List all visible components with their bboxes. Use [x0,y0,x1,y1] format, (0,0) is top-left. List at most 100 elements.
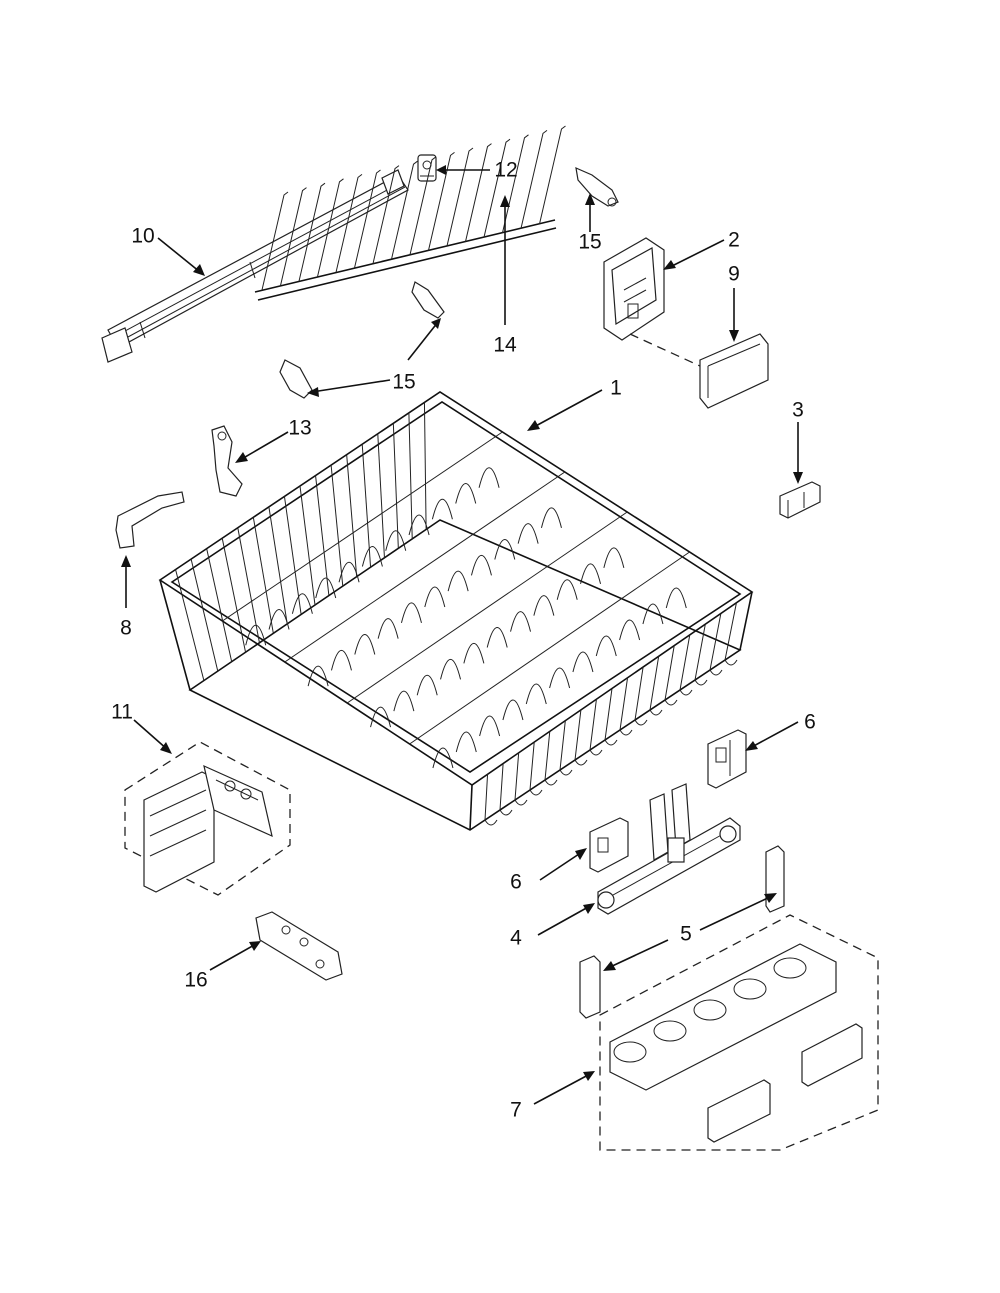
rack-wire [392,423,399,549]
rack-wire [361,444,372,568]
holder-icon [255,911,343,981]
rack-tine [556,579,578,600]
dishrack-icon [158,391,754,831]
rack-wire [284,471,566,663]
callout-15-middle: 15 [392,370,416,394]
callout-3: 3 [792,398,804,422]
latch-icon [211,425,243,497]
rack-wire [346,454,358,577]
tine-row-icon [254,125,566,301]
tine-wire [317,178,344,277]
rack-wire [589,699,603,756]
tine-row-kit-icon [599,914,879,1151]
rack-tine [665,587,687,609]
callout-16: 16 [184,968,208,992]
rack-tine [549,667,571,689]
callout-6-right: 6 [804,710,816,734]
rack-wire [514,752,528,806]
rail-slide-icon [597,783,741,915]
rack-wire [649,656,663,716]
rack-tine [580,563,602,584]
rack-tine [245,624,267,646]
rack-tine [642,603,664,625]
rack-wire [664,645,678,706]
tine-wire [335,174,363,273]
rack-tine [408,514,430,536]
rack-wire [574,709,588,766]
rack-tine [479,715,501,737]
rack-wire [679,634,693,696]
rack-wire [634,666,648,726]
tine-wire [354,169,381,269]
cover-icon [699,333,769,409]
rack-wire [299,485,316,606]
rack-wire [190,558,219,672]
rack-tine [315,577,337,599]
rack-wire [559,720,573,776]
tine-wire [298,182,326,282]
rack-tine [455,731,477,753]
tine-clip-icon [575,167,619,207]
rack-wire [377,433,385,558]
bracket-icon [707,729,747,789]
rack-tine [268,609,290,630]
tine-wire [446,147,474,247]
callout-13: 13 [288,416,312,440]
handle-icon [115,491,185,549]
rack-wire [330,465,344,587]
tine-wire [261,191,289,291]
rack-wire [408,412,413,539]
rack-wire [604,688,618,746]
callout-4: 4 [510,926,522,950]
tine-wire [372,165,400,264]
rack-tine [432,747,454,769]
rack-tine [393,690,415,712]
clip-icon [779,481,821,519]
rack-tine [533,595,555,616]
rack-tine [595,635,617,657]
rack-tine [494,539,516,560]
tine-wire [428,152,455,251]
rack-tine [330,649,352,671]
tine-wire [465,143,492,242]
rack-tine [455,483,477,504]
rack-tine [525,683,547,705]
rack-wire [346,511,628,704]
rack-wire [221,538,247,653]
rack-wire [544,731,558,786]
callout-1: 1 [610,376,622,400]
callout-14: 14 [493,333,517,357]
callout-12: 12 [494,158,518,182]
rack-tine [370,706,392,728]
rack-tine [447,570,469,592]
leader-dashed-line [629,333,701,367]
rack-wire [499,763,513,816]
callout-6-left: 6 [510,870,522,894]
rack-tine [431,498,453,520]
rack-tine [307,665,329,687]
rack-tine [540,507,562,528]
rack-tine [361,546,383,567]
rack-tine [416,674,438,696]
callout-9: 9 [728,262,740,286]
rack-wire [484,774,498,826]
rack-tine [354,634,376,655]
rack-tine [385,530,407,551]
rack-wire [252,517,274,634]
tine-wire [280,187,307,286]
kit-loop [733,978,767,1000]
rack-tine [486,627,508,648]
rack-wire [175,569,205,681]
rack-wire [619,677,633,736]
rack-tine [463,642,485,664]
tine-wire [391,160,418,260]
track-rail-icon [101,169,409,363]
rack-wire [529,742,543,796]
callout-11: 11 [111,700,133,724]
rack-tine [603,547,625,569]
rack-adjuster-icon [603,237,665,341]
basket-kit-icon [124,741,291,896]
rack-tine [440,658,462,680]
rack-tine [291,593,313,614]
